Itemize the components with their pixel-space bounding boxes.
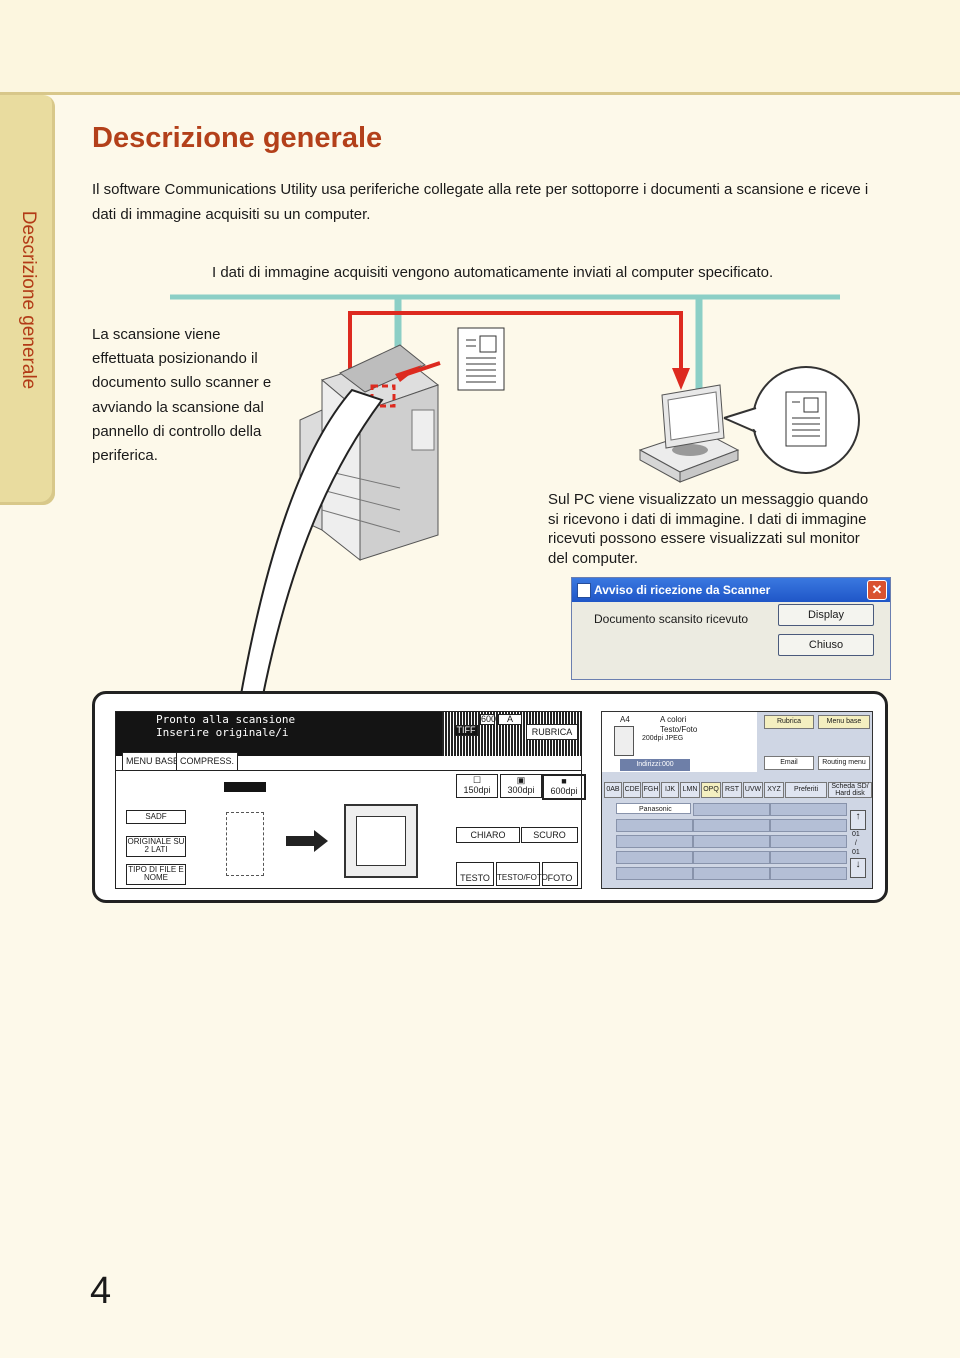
lcd-indicator	[224, 782, 266, 792]
window-icon	[577, 583, 591, 598]
network-diagram	[170, 294, 860, 700]
mode-text-button[interactable]: TESTO	[456, 862, 494, 886]
tab-divider	[116, 770, 581, 771]
page-separator: /	[854, 840, 857, 847]
left-caption: La scansione viene effettuata posizionan…	[92, 326, 272, 465]
address-cell[interactable]	[770, 867, 847, 880]
received-document-icon	[785, 391, 827, 447]
touch-screen: A4 A colori Testo/Foto 200dpi JPEG Indir…	[601, 711, 873, 889]
address-cell[interactable]	[770, 851, 847, 864]
tab-lmn[interactable]: LMN	[680, 782, 700, 798]
menu-base-button[interactable]: Menu base	[818, 715, 870, 729]
address-cell[interactable]	[770, 835, 847, 848]
lcd-600: 600	[480, 714, 497, 725]
address-cell[interactable]	[693, 819, 770, 832]
document-thumb-icon	[614, 726, 634, 756]
lcd-line-1: Pronto alla scansione	[156, 713, 296, 726]
lcd-tiff: TIFF	[454, 725, 478, 736]
lcd-line-2: Inserire originale/i	[156, 726, 289, 739]
arrow-right-icon	[286, 830, 328, 852]
duplex-original-button[interactable]: ORIGINALE SU 2 LATI	[126, 836, 186, 857]
address-cell[interactable]	[616, 851, 693, 864]
pc-caption: Sul PC viene visualizzato un messaggio q…	[548, 491, 869, 567]
tab-fgh[interactable]: FGH	[642, 782, 660, 798]
tab-compress[interactable]: COMPRESS.	[176, 752, 239, 770]
address-cell[interactable]	[770, 803, 847, 816]
lcd-size-a: A	[498, 714, 522, 725]
mode-text-photo-button[interactable]: TESTO/FOTO	[496, 862, 548, 886]
display-button[interactable]: Display	[778, 604, 874, 626]
close-icon[interactable]: ✕	[867, 580, 887, 600]
dialog-titlebar[interactable]: Avviso di ricezione da Scanner ✕	[572, 578, 890, 602]
address-cell[interactable]	[616, 835, 693, 848]
zoom-pointer	[724, 408, 756, 430]
email-button[interactable]: Email	[764, 756, 814, 770]
tab-uvw[interactable]: UVW	[743, 782, 763, 798]
close-button[interactable]: Chiuso	[778, 634, 874, 656]
address-cell[interactable]	[616, 867, 693, 880]
dpi-300-label: 300dpi	[507, 785, 535, 795]
rubrica-touch-button[interactable]: Rubrica	[764, 715, 814, 729]
scroll-down-icon[interactable]: ↓	[850, 858, 866, 878]
address-cell[interactable]	[693, 851, 770, 864]
scanner-notice-dialog: Avviso di ricezione da Scanner ✕ Documen…	[571, 577, 891, 680]
dpi-150-label: 150dpi	[463, 785, 491, 795]
address-cell[interactable]	[616, 819, 693, 832]
dpi-300-button[interactable]: ▣300dpi	[500, 774, 542, 798]
tab-menu-base[interactable]: MENU BASE	[122, 752, 184, 770]
intro-paragraph: Il software Communications Utility usa p…	[92, 181, 869, 223]
rubrica-button[interactable]: RUBRICA	[526, 724, 578, 740]
address-cell[interactable]	[693, 867, 770, 880]
dpi-600-button[interactable]: ■600dpi	[542, 774, 586, 800]
control-panel-lcd: Pronto alla scansione Inserire originale…	[115, 711, 586, 889]
tab-sd-hard-disk[interactable]: Scheda SD/ Hard disk	[828, 782, 872, 798]
side-tab[interactable]: Descrizione generale	[0, 95, 55, 505]
darker-button[interactable]: SCURO	[521, 827, 578, 843]
tab-0ab[interactable]: 0AB	[604, 782, 622, 798]
mode-photo-button[interactable]: FOTO	[542, 862, 578, 886]
document-icon	[457, 327, 505, 391]
tab-opq[interactable]: OPQ	[701, 782, 721, 798]
original-document-icon	[226, 812, 264, 876]
dpi-150-button[interactable]: ☐150dpi	[456, 774, 498, 798]
address-entry-panasonic[interactable]: Panasonic	[616, 803, 691, 814]
page-current: 01	[852, 831, 860, 838]
file-type-button[interactable]: TIPO DI FILE E NOME	[126, 864, 186, 885]
tab-rst[interactable]: RST	[722, 782, 742, 798]
tab-ijk[interactable]: IJK	[661, 782, 679, 798]
dialog-message: Documento scansito ricevuto	[594, 612, 749, 626]
tab-xyz[interactable]: XYZ	[764, 782, 784, 798]
page-total: 01	[852, 849, 860, 856]
monitor-preview-icon	[344, 804, 418, 878]
resolution: 200dpi JPEG	[642, 735, 684, 742]
page-indicator: 01 / 01	[852, 830, 860, 857]
dialog-title: Avviso di ricezione da Scanner	[594, 583, 771, 597]
routing-menu-button[interactable]: Routing menu	[818, 756, 870, 770]
tab-preferiti[interactable]: Preferiti	[785, 782, 827, 798]
paper-size: A4	[620, 715, 630, 724]
page-title: Descrizione generale	[92, 122, 383, 154]
lcd-settings-strip: 600 A TIFF RUBRICA	[442, 712, 581, 756]
flow-arrow-icon	[672, 368, 690, 390]
top-caption: I dati di immagine acquisiti vengono aut…	[212, 264, 774, 281]
dpi-600-label: 600dpi	[550, 786, 578, 796]
address-cell[interactable]	[693, 803, 770, 816]
address-cell[interactable]	[693, 835, 770, 848]
address-cell[interactable]	[770, 819, 847, 832]
pc-icon	[638, 384, 740, 483]
image-mode: Testo/Foto	[660, 725, 698, 734]
page-number: 4	[90, 1270, 112, 1312]
address-count: Indirizzi:000	[620, 759, 690, 771]
top-band	[0, 0, 960, 95]
color-mode: A colori	[660, 715, 687, 724]
tab-cde[interactable]: CDE	[623, 782, 641, 798]
panel-callout	[238, 388, 384, 700]
lighter-button[interactable]: CHIARO	[456, 827, 520, 843]
sadf-button[interactable]: SADF	[126, 810, 186, 824]
lcd-status: Pronto alla scansione Inserire originale…	[116, 712, 442, 742]
scroll-up-icon[interactable]: ↑	[850, 810, 866, 830]
